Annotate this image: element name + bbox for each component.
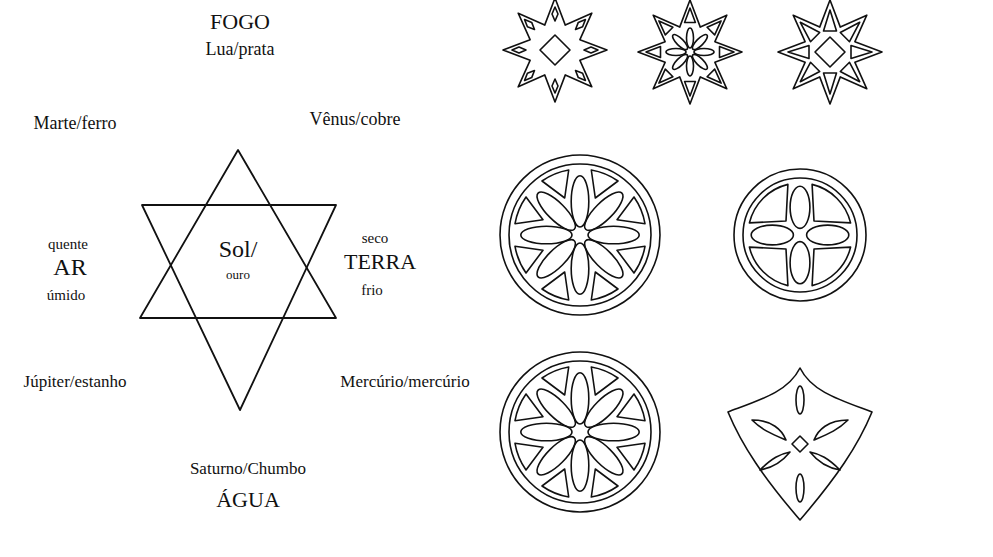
rosette-petal: [579, 234, 628, 283]
eight-point-star: [638, 0, 742, 104]
alchemy-label: Júpiter/estanho: [24, 373, 127, 392]
star-cutout: [824, 73, 837, 94]
rosette-cutout: [617, 197, 645, 224]
star-cutout: [552, 79, 558, 93]
star-cutout: [707, 69, 721, 83]
alchemy-label: frio: [361, 282, 383, 299]
star-cutout: [815, 37, 845, 67]
rosette-cutout: [749, 247, 788, 286]
downward-triangle: [142, 205, 336, 410]
alchemy-label: Marte/ferro: [34, 114, 117, 134]
rosette-cutout: [617, 394, 645, 421]
alchemy-label: Lua/prata: [206, 40, 275, 60]
alchemy-label: Vênus/cobre: [310, 110, 401, 130]
alchemy-label: FOGO: [210, 10, 270, 34]
star-cutout: [584, 47, 598, 53]
rosette-rim: [509, 164, 651, 306]
star-cutout: [512, 47, 526, 53]
upward-triangle: [140, 150, 336, 318]
star-petal: [671, 33, 690, 52]
rosette-cutout: [591, 469, 618, 497]
alchemy-label: ÁGUA: [216, 488, 280, 512]
star-cutout: [851, 46, 872, 59]
rosette-cutout: [515, 443, 543, 470]
rosette-petal: [532, 431, 581, 480]
rosette-cutout: [812, 184, 851, 223]
alchemy-label: Saturno/Chumbo: [190, 460, 306, 479]
star-cutout: [576, 71, 586, 81]
rosette-cutout: [515, 246, 543, 273]
star-cutout: [525, 71, 535, 81]
rosette-rim: [500, 352, 660, 512]
alchemy-label: TERRA: [344, 250, 416, 274]
rosette-rim: [509, 361, 651, 503]
star-cutout: [576, 20, 586, 30]
leaf-cutout: [792, 436, 808, 452]
star-cutout: [552, 7, 558, 21]
star-cutout: [685, 82, 696, 97]
star-cutout: [685, 8, 696, 23]
star-cutout: [840, 22, 859, 41]
leaf-cutout: [752, 420, 786, 440]
rosette-petal: [790, 186, 810, 228]
star-cutout: [800, 22, 819, 41]
alchemy-label: Sol/: [219, 236, 258, 262]
rosette-petal: [532, 234, 581, 283]
leaf-cutout: [796, 386, 804, 414]
rosette-petal: [579, 384, 628, 433]
rosette-petal: [579, 187, 628, 236]
rosette-petal: [532, 384, 581, 433]
rosette-rim: [743, 178, 857, 292]
star-cutout: [788, 46, 809, 59]
leaf-cutout: [810, 452, 840, 470]
rosette-rim: [734, 169, 866, 301]
rosette-petal: [807, 225, 849, 245]
leaf-ornament: [728, 368, 872, 520]
star-cutout: [525, 20, 535, 30]
rosette-petal: [790, 242, 810, 284]
alchemy-label: quente: [48, 236, 88, 253]
star-cutout: [720, 47, 735, 58]
star-cutout: [646, 47, 661, 58]
rosette-petal: [751, 225, 793, 245]
star-cutout: [824, 10, 837, 31]
eight-point-star: [503, 0, 607, 102]
rosette-petal: [579, 431, 628, 480]
leaf-cutout: [814, 420, 848, 440]
star-cutout: [707, 21, 721, 35]
star-cutout: [840, 62, 859, 81]
rosette-cutout: [812, 247, 851, 286]
leaf-cutout: [760, 452, 790, 470]
rosette-petal: [532, 187, 581, 236]
alchemy-label: Mercúrio/mercúrio: [340, 373, 469, 392]
alchemy-label: AR: [53, 254, 86, 280]
rosette-cutout: [542, 170, 569, 198]
star-cutout: [659, 21, 673, 35]
rosette-cutout: [542, 367, 569, 395]
star-cutout: [540, 35, 570, 65]
alchemy-label: ouro: [226, 268, 250, 282]
rosette-cutout: [591, 272, 618, 300]
alchemy-label: seco: [362, 230, 389, 247]
rosette-cutout: [749, 184, 788, 223]
rosette-rim: [500, 155, 660, 315]
star-cutout: [659, 69, 673, 83]
eight-point-star: [778, 0, 882, 104]
star-cutout: [800, 62, 819, 81]
alchemy-label: úmido: [47, 287, 85, 304]
leaf-cutout: [796, 474, 804, 502]
